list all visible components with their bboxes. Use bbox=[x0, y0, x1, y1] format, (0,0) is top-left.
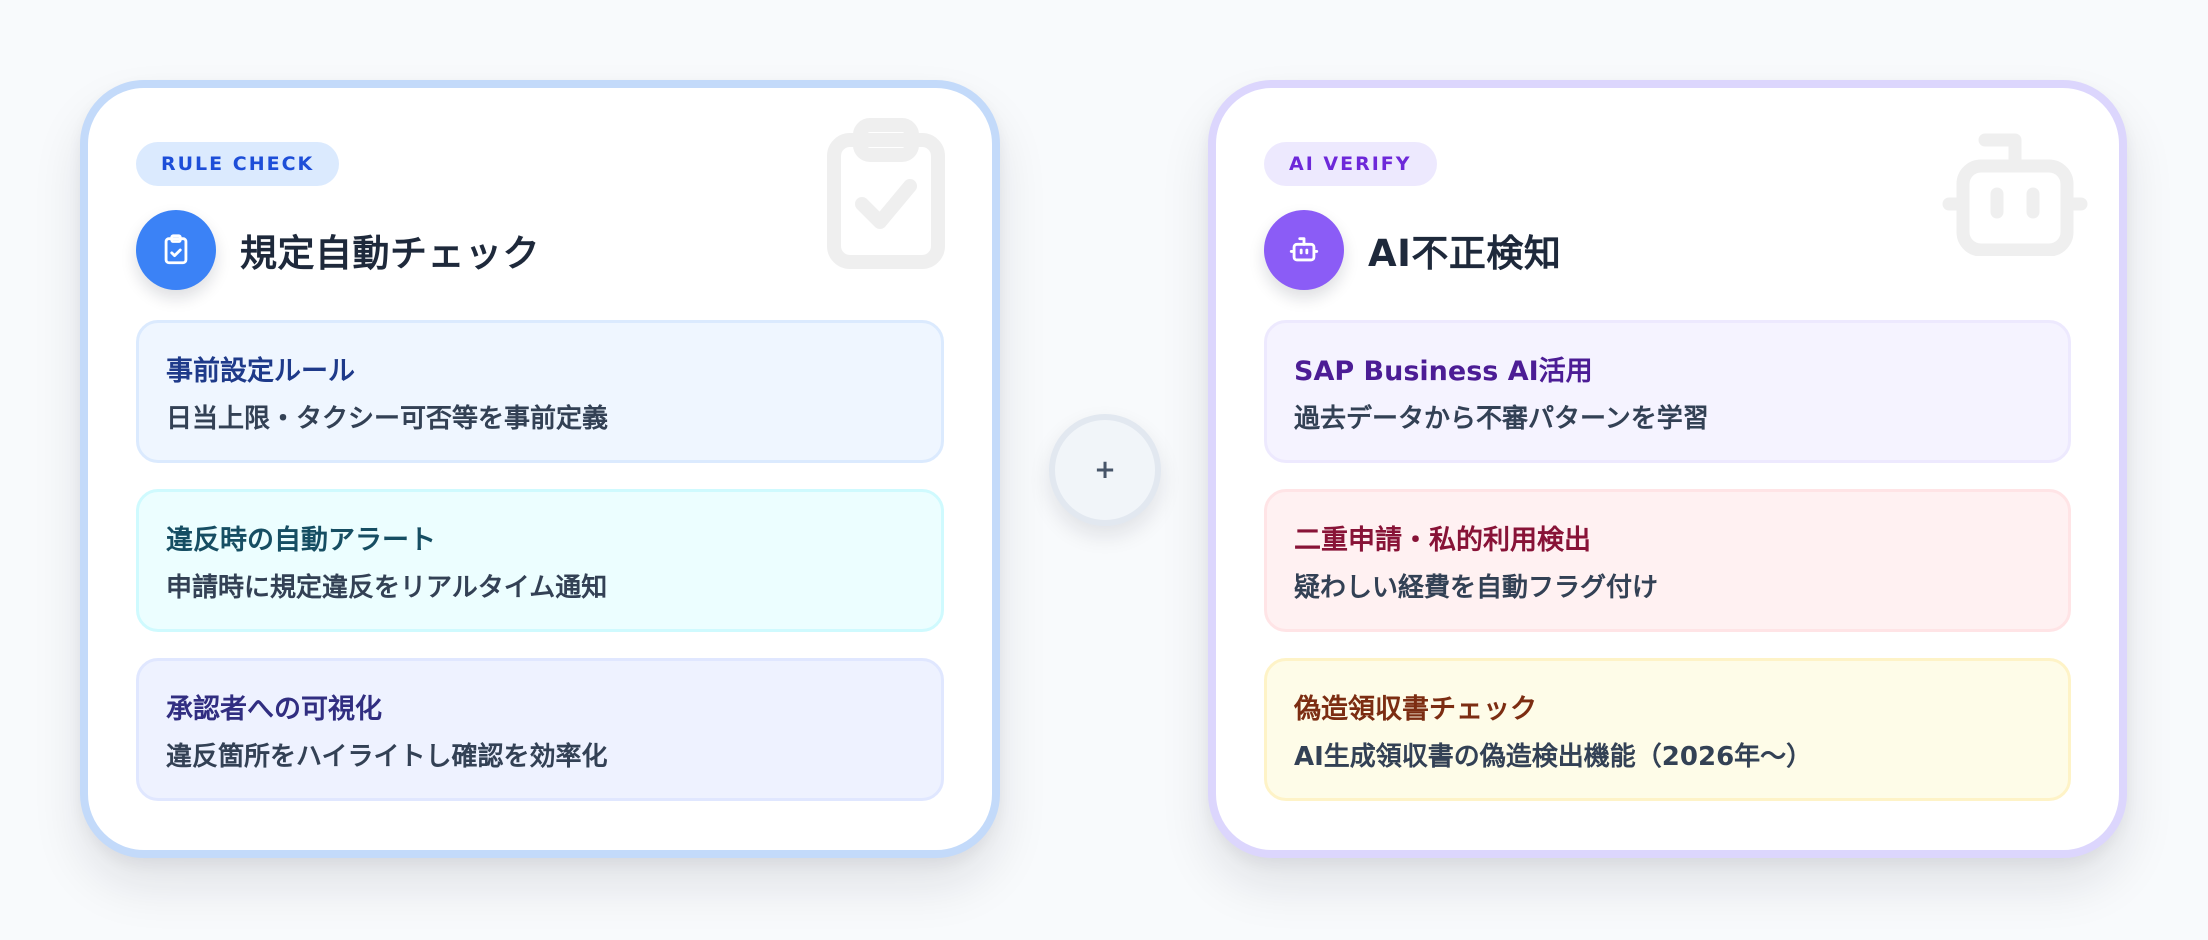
clipboard-check-icon bbox=[136, 210, 216, 290]
rule-check-card: RULE CHECK 規定自動チェック 事前設定ルール 日当上限・タクシー可否等… bbox=[80, 80, 1000, 858]
feature-item-preset-rules: 事前設定ルール 日当上限・タクシー可否等を事前定義 bbox=[136, 320, 944, 463]
feature-item-auto-alert: 違反時の自動アラート 申請時に規定違反をリアルタイム通知 bbox=[136, 489, 944, 632]
ai-verify-title: AI不正検知 bbox=[1368, 232, 1562, 275]
rule-check-header: 規定自動チェック bbox=[136, 210, 944, 290]
robot-watermark-icon bbox=[1941, 132, 2089, 256]
plus-connector: + bbox=[1049, 414, 1161, 526]
rule-check-badge: RULE CHECK bbox=[136, 142, 340, 186]
feature-item-title: 承認者への可視化 bbox=[166, 694, 382, 725]
clipboard-check-watermark-icon bbox=[824, 118, 948, 270]
feature-item-duplicate-detection: 二重申請・私的利用検出 疑わしい経費を自動フラグ付け bbox=[1264, 489, 2071, 632]
ai-verify-header: AI不正検知 bbox=[1264, 210, 2071, 290]
feature-item-desc: AI生成領収書の偽造検出機能（2026年〜） bbox=[1294, 742, 1813, 772]
feature-item-fake-receipt-check: 偽造領収書チェック AI生成領収書の偽造検出機能（2026年〜） bbox=[1264, 658, 2071, 801]
feature-item-title: 二重申請・私的利用検出 bbox=[1294, 525, 1591, 556]
robot-icon bbox=[1264, 210, 1344, 290]
feature-item-desc: 違反箇所をハイライトし確認を効率化 bbox=[166, 742, 608, 772]
feature-item-approver-visibility: 承認者への可視化 違反箇所をハイライトし確認を効率化 bbox=[136, 658, 944, 801]
plus-icon: + bbox=[1094, 455, 1116, 485]
ai-verify-feature-list: SAP Business AI活用 過去データから不審パターンを学習 二重申請・… bbox=[1264, 320, 2071, 801]
rule-check-title: 規定自動チェック bbox=[240, 232, 540, 275]
feature-item-desc: 疑わしい経費を自動フラグ付け bbox=[1294, 573, 1659, 603]
feature-item-title: SAP Business AI活用 bbox=[1294, 356, 1593, 387]
feature-item-sap-business-ai: SAP Business AI活用 過去データから不審パターンを学習 bbox=[1264, 320, 2071, 463]
rule-check-feature-list: 事前設定ルール 日当上限・タクシー可否等を事前定義 違反時の自動アラート 申請時… bbox=[136, 320, 944, 801]
feature-item-desc: 過去データから不審パターンを学習 bbox=[1294, 404, 1709, 434]
ai-verify-card: AI VERIFY AI不正検知 SAP Business AI活用 過去データ… bbox=[1208, 80, 2127, 858]
feature-item-title: 偽造領収書チェック bbox=[1294, 694, 1537, 725]
feature-item-title: 違反時の自動アラート bbox=[166, 525, 436, 556]
ai-verify-badge: AI VERIFY bbox=[1264, 142, 1437, 186]
feature-item-title: 事前設定ルール bbox=[166, 356, 355, 387]
feature-item-desc: 日当上限・タクシー可否等を事前定義 bbox=[166, 404, 609, 434]
feature-item-desc: 申請時に規定違反をリアルタイム通知 bbox=[166, 573, 608, 603]
